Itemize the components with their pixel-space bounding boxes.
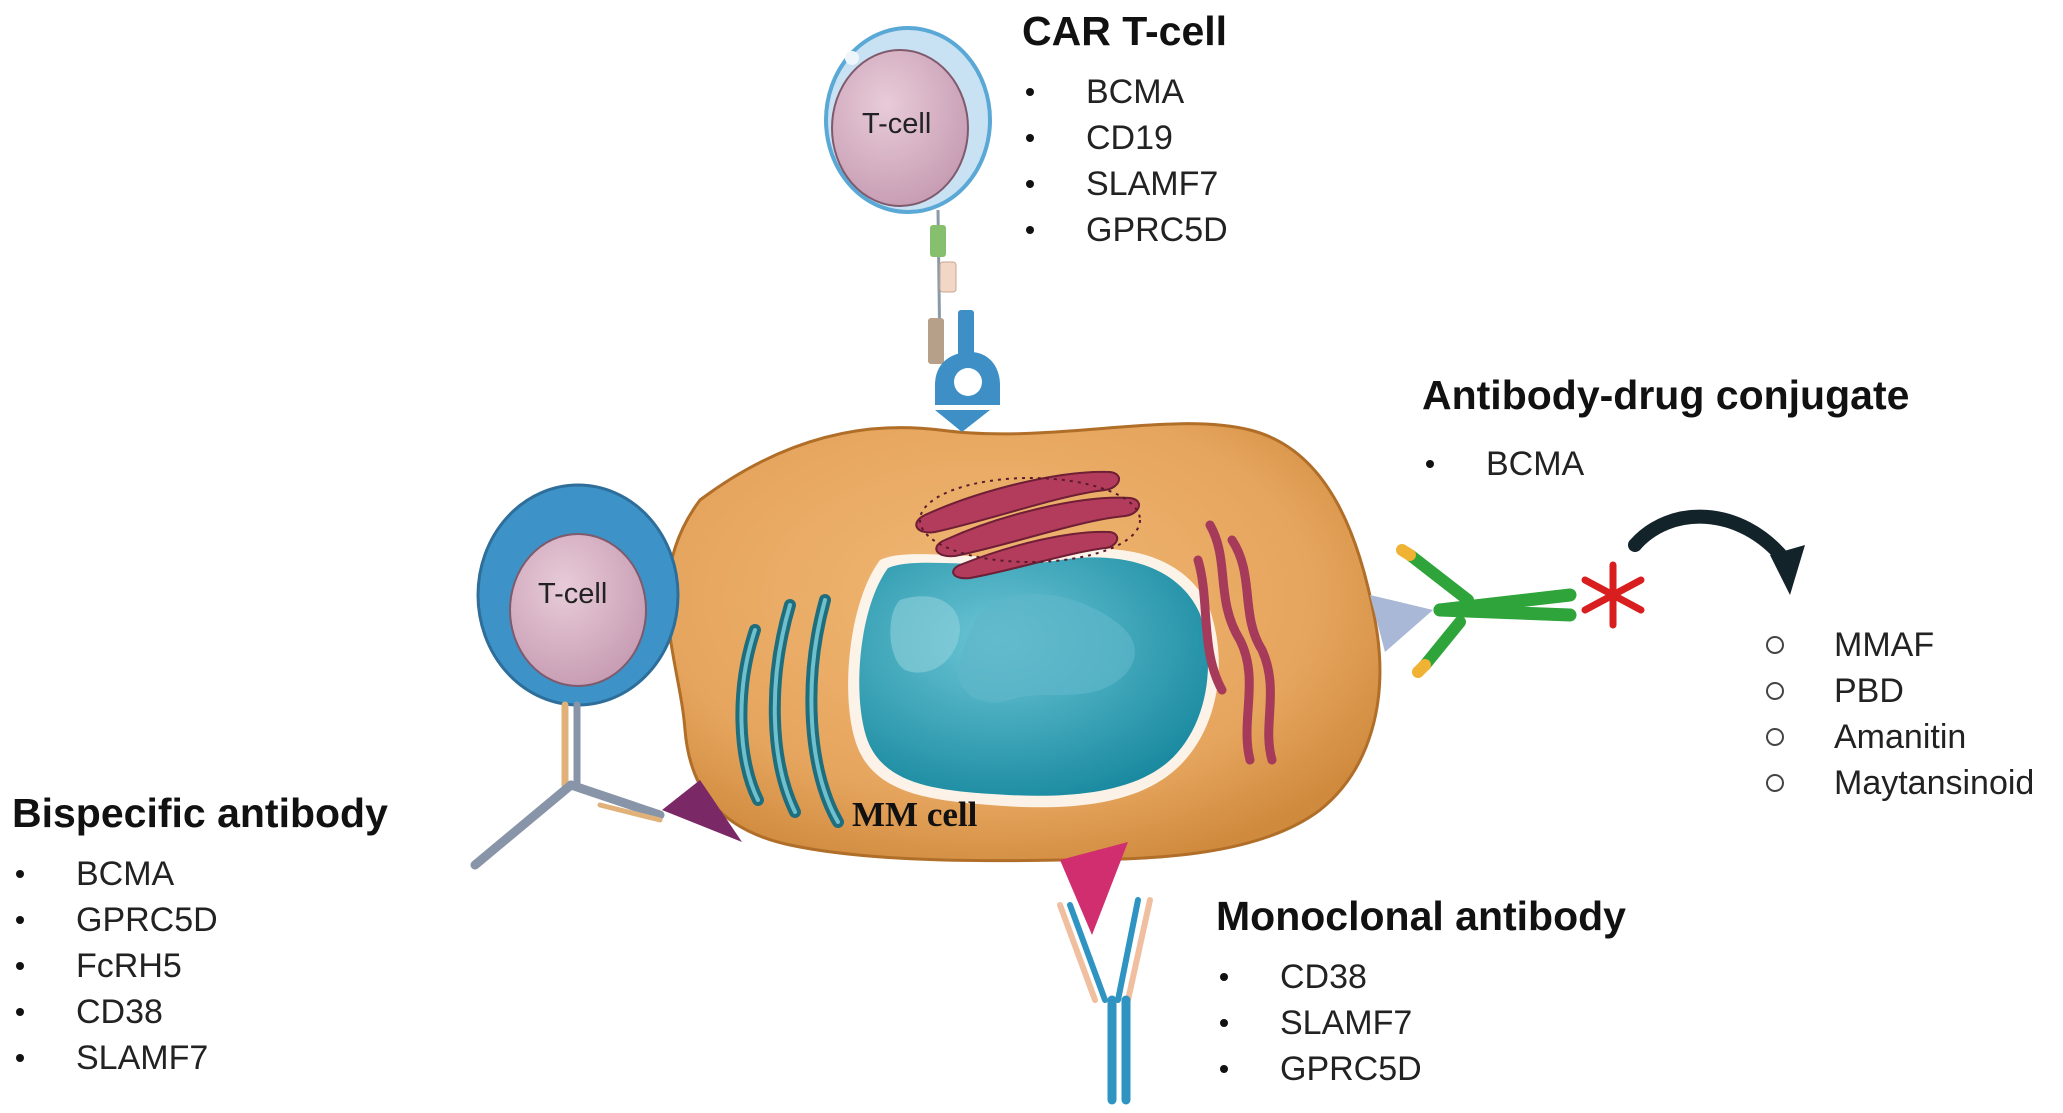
adc-antibody [1396, 544, 1577, 678]
mm-receptor-left [662, 780, 742, 842]
list-item: SLAMF7 [1022, 161, 1228, 207]
target-label: FcRH5 [76, 947, 182, 985]
adc-payload-block: MMAF PBD Amanitin Maytansinoid [1766, 622, 2034, 806]
target-label: SLAMF7 [76, 1039, 209, 1077]
bullet-icon [16, 1008, 24, 1016]
monoclonal-antibody [1057, 897, 1153, 1105]
bullet-icon [16, 870, 24, 878]
bullet-icon [1426, 460, 1434, 468]
list-item: GPRC5D [1022, 207, 1228, 253]
bullet-icon [1220, 1065, 1228, 1073]
bispecific-target-list: BCMA GPRC5D FcRH5 CD38 SLAMF7 [12, 851, 388, 1081]
mm-er [1193, 520, 1277, 765]
list-item: SLAMF7 [12, 1035, 388, 1081]
bispecific-tcell-label: T-cell [538, 578, 608, 610]
payload-label: PBD [1834, 672, 1904, 710]
target-label: CD38 [1280, 958, 1367, 996]
car-tcell-block: CAR T-cell BCMA CD19 SLAMF7 GPRC5D [1022, 8, 1228, 253]
list-item: PBD [1766, 668, 2034, 714]
car-tcell-target-list: BCMA CD19 SLAMF7 GPRC5D [1022, 69, 1228, 253]
bispecific-block: Bispecific antibody BCMA GPRC5D FcRH5 CD… [12, 790, 388, 1081]
mm-cell-label: MM cell [852, 795, 978, 834]
bispecific-title: Bispecific antibody [12, 790, 388, 836]
target-label: GPRC5D [1280, 1050, 1422, 1088]
circle-bullet-icon [1766, 682, 1784, 700]
adc-payload-list: MMAF PBD Amanitin Maytansinoid [1766, 622, 2034, 806]
car-tcell-label: T-cell [862, 108, 932, 140]
target-label: BCMA [1086, 73, 1185, 111]
bullet-icon [1026, 226, 1034, 234]
mm-nucleus [848, 548, 1219, 808]
target-label: CD38 [76, 993, 163, 1031]
list-item: FcRH5 [12, 943, 388, 989]
payload-star-icon [1581, 561, 1645, 629]
list-item: MMAF [1766, 622, 2034, 668]
bispecific-antibody [470, 701, 665, 870]
list-item: Amanitin [1766, 714, 2034, 760]
mm-organelle-arcs [735, 594, 844, 828]
car-tcell [824, 26, 992, 214]
monoclonal-target-list: CD38 SLAMF7 GPRC5D [1216, 954, 1626, 1092]
circle-bullet-icon [1766, 774, 1784, 792]
adc-target-list: BCMA [1422, 441, 1909, 487]
list-item: Maytansinoid [1766, 760, 2034, 806]
list-item: CD38 [12, 989, 388, 1035]
target-label: BCMA [76, 855, 175, 893]
bullet-icon [1026, 88, 1034, 96]
bullet-icon [16, 916, 24, 924]
bullet-icon [16, 962, 24, 970]
target-label: BCMA [1486, 445, 1585, 483]
circle-bullet-icon [1766, 636, 1784, 654]
list-item: CD19 [1022, 115, 1228, 161]
target-label: SLAMF7 [1280, 1004, 1413, 1042]
bullet-icon [1026, 134, 1034, 142]
car-tcell-title: CAR T-cell [1022, 8, 1228, 54]
bispecific-tcell [476, 483, 680, 707]
circle-bullet-icon [1766, 728, 1784, 746]
target-label: GPRC5D [76, 901, 218, 939]
monoclonal-title: Monoclonal antibody [1216, 893, 1626, 939]
payload-label: Maytansinoid [1834, 764, 2035, 802]
list-item: BCMA [1422, 441, 1909, 487]
bullet-icon [16, 1054, 24, 1062]
list-item: GPRC5D [12, 897, 388, 943]
list-item: CD38 [1216, 954, 1626, 1000]
list-item: SLAMF7 [1216, 1000, 1626, 1046]
bullet-icon [1220, 973, 1228, 981]
car-construct [928, 209, 1000, 405]
mm-golgi [915, 470, 1141, 580]
target-label: CD19 [1086, 119, 1173, 157]
mm-receptor-top [935, 410, 990, 432]
mm-receptor-right [1370, 595, 1433, 652]
target-label: SLAMF7 [1086, 165, 1219, 203]
release-arrow-icon [1628, 509, 1805, 595]
list-item: GPRC5D [1216, 1046, 1626, 1092]
list-item: BCMA [12, 851, 388, 897]
list-item: BCMA [1022, 69, 1228, 115]
payload-label: Amanitin [1834, 718, 1967, 756]
monoclonal-block: Monoclonal antibody CD38 SLAMF7 GPRC5D [1216, 893, 1626, 1092]
bullet-icon [1220, 1019, 1228, 1027]
bullet-icon [1026, 180, 1034, 188]
mm-receptor-bottom [1060, 842, 1128, 935]
payload-label: MMAF [1834, 626, 1935, 664]
target-label: GPRC5D [1086, 211, 1228, 249]
adc-block: Antibody-drug conjugate BCMA [1422, 372, 1909, 487]
adc-title: Antibody-drug conjugate [1422, 372, 1910, 418]
